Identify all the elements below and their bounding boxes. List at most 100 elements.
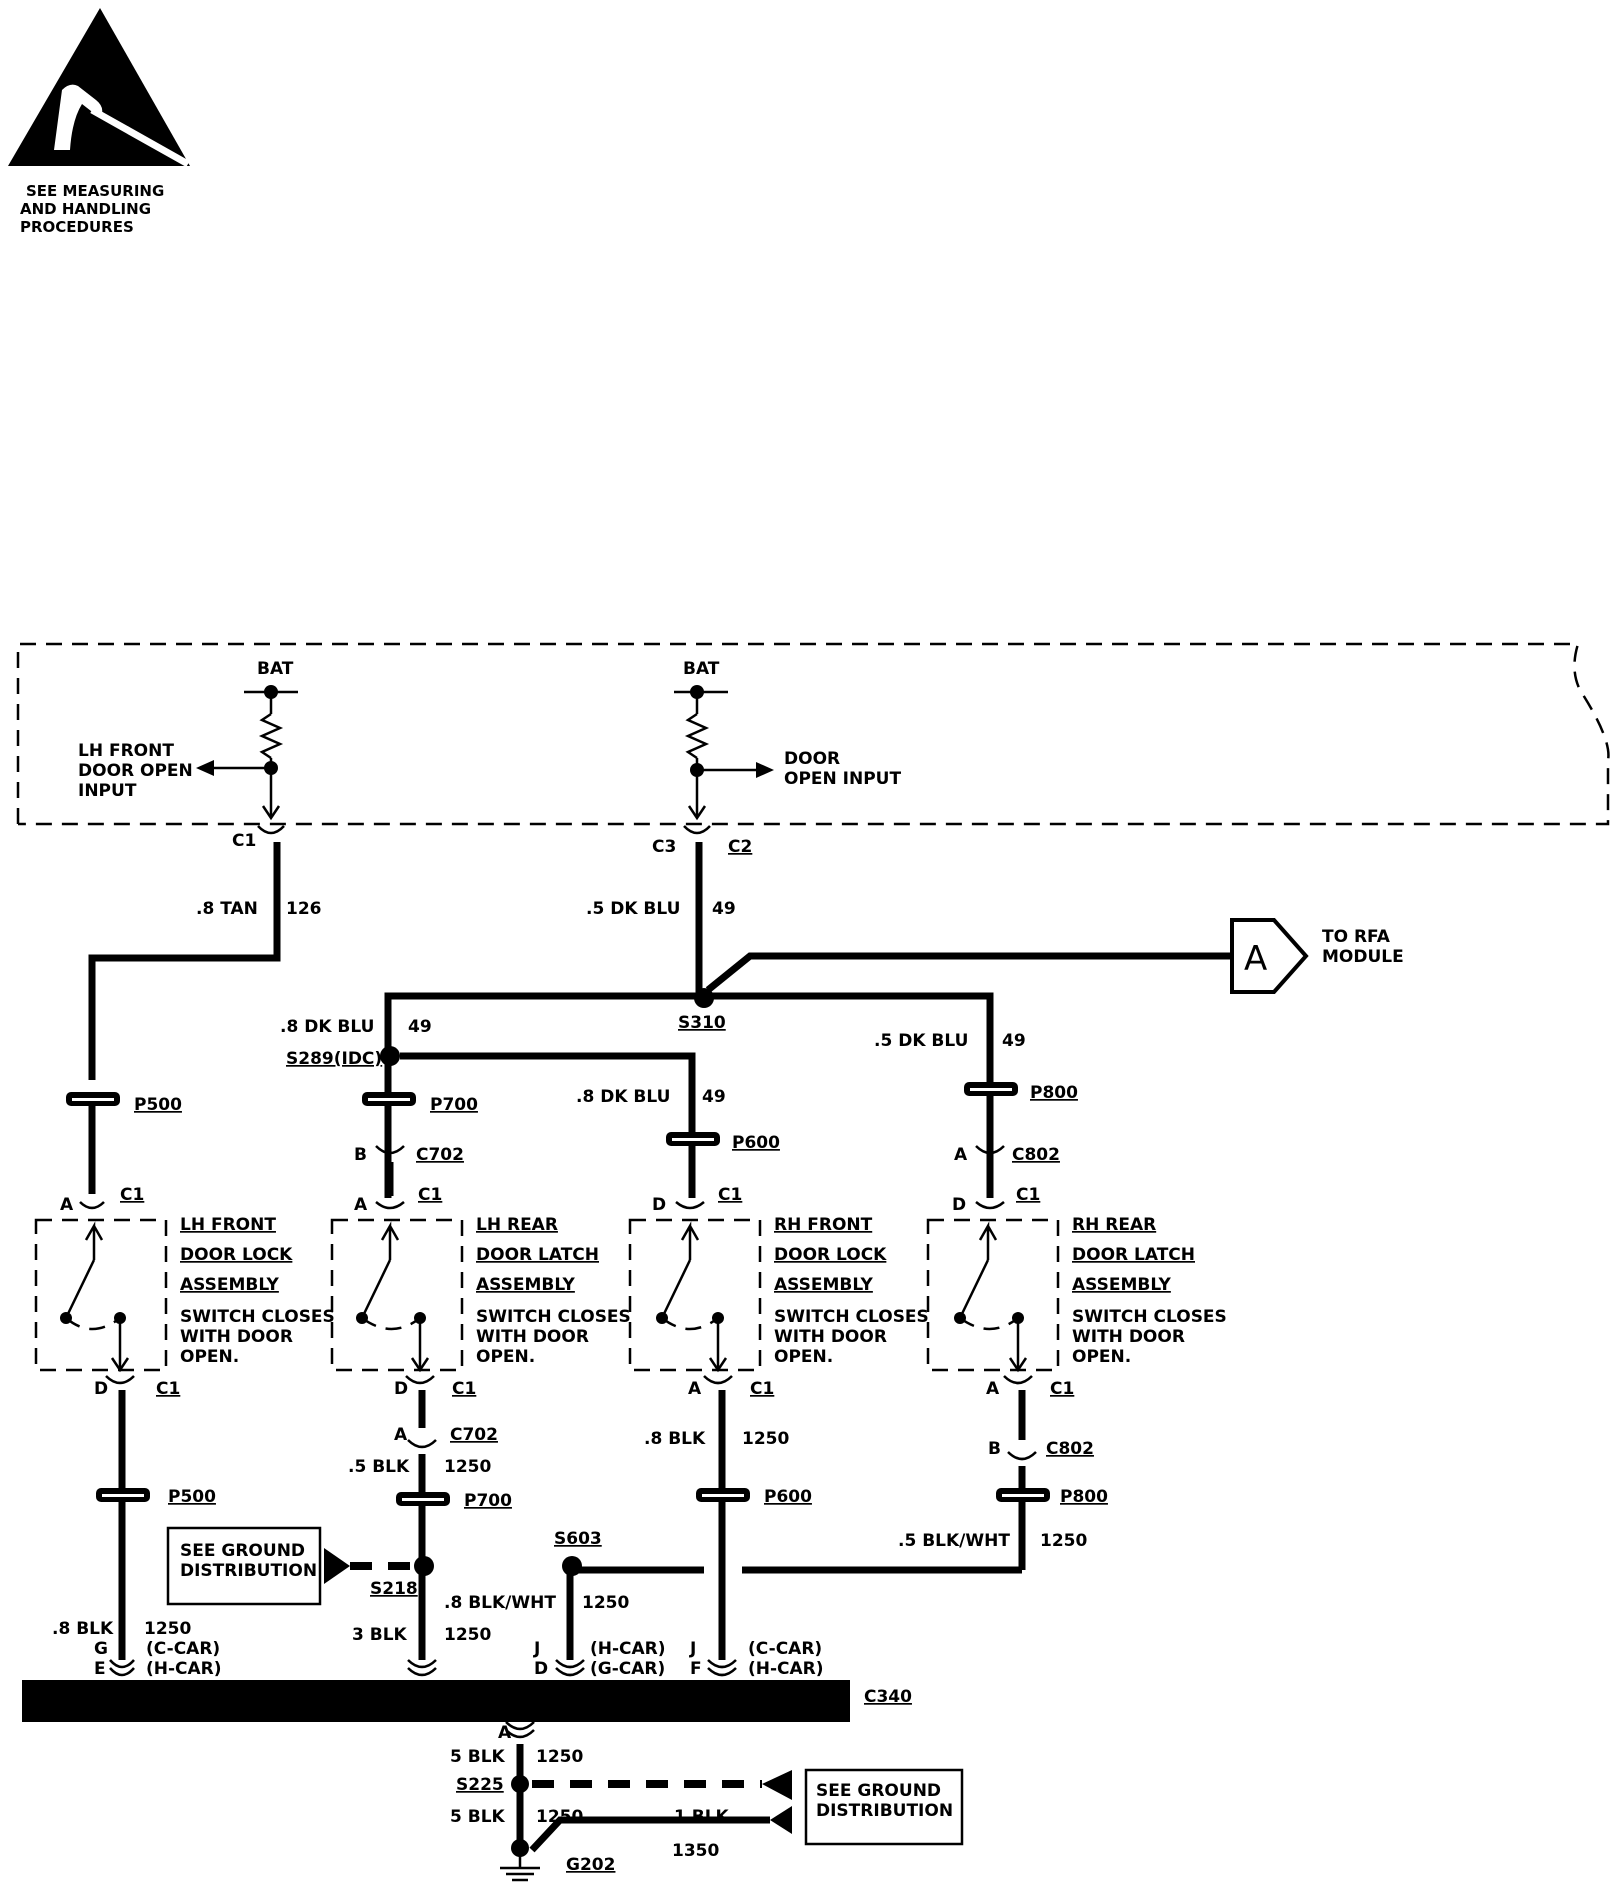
ground-path bbox=[500, 1721, 792, 1882]
splice-s218-label: S218 bbox=[370, 1579, 418, 1599]
esd-note-line-2: AND HANDLING bbox=[20, 200, 151, 218]
wire-126-color: .8 TAN bbox=[196, 899, 258, 919]
c1-label-rhf-top: C1 bbox=[718, 1185, 742, 1205]
rhr-note-2: WITH DOOR bbox=[1072, 1327, 1185, 1347]
lhf-title-1: LH FRONT bbox=[180, 1215, 276, 1235]
splice-s310-label: S310 bbox=[678, 1013, 726, 1033]
pin-a-rhf: A bbox=[688, 1379, 702, 1399]
wire-1blk-number: 1350 bbox=[672, 1841, 719, 1861]
see-ground-box-lower bbox=[804, 1768, 964, 1846]
rfa-letter: A bbox=[1244, 939, 1267, 979]
wire-lhf-gnd-number: 1250 bbox=[144, 1619, 191, 1639]
pin-e-lhf: E bbox=[94, 1659, 106, 1679]
c340-connector-bar bbox=[22, 1680, 850, 1722]
p500-label-lower: P500 bbox=[168, 1487, 216, 1507]
c1-label-rhr-bottom: C1 bbox=[1050, 1379, 1074, 1399]
c802-label-upper: C802 bbox=[1012, 1145, 1060, 1165]
rhr-title-3: ASSEMBLY bbox=[1072, 1275, 1172, 1295]
pin-d-rhf: D bbox=[652, 1195, 666, 1215]
c702-label-upper: C702 bbox=[416, 1145, 464, 1165]
wire-lhf-gnd-color: .8 BLK bbox=[52, 1619, 114, 1639]
connector-c802-upper bbox=[975, 1145, 1005, 1155]
lhr-note-2: WITH DOOR bbox=[476, 1327, 589, 1347]
rhf-title-3: ASSEMBLY bbox=[774, 1275, 874, 1295]
ground-g202-label: G202 bbox=[566, 1855, 615, 1875]
switch-lh-rear bbox=[330, 1162, 464, 1385]
connector-p600-upper bbox=[666, 1132, 720, 1146]
lhf-h-car: (H-CAR) bbox=[146, 1659, 222, 1679]
right-pullup-circuit bbox=[674, 685, 774, 821]
mid-h-car: (H-CAR) bbox=[590, 1639, 666, 1659]
esd-note-line-3: PROCEDURES bbox=[20, 218, 134, 236]
wire-s225-gnd-color: 5 BLK bbox=[450, 1807, 506, 1827]
wire-c340-gnd-color: 5 BLK bbox=[450, 1747, 506, 1767]
wire-s218-color: .8 BLK/WHT bbox=[444, 1593, 556, 1613]
rfa-label-line-2: MODULE bbox=[1322, 947, 1404, 967]
wire-49-rhf bbox=[400, 1052, 696, 1198]
wire-49-color-main: .5 DK BLU bbox=[586, 899, 680, 919]
pin-a-rhr: A bbox=[986, 1379, 1000, 1399]
rfa-connector-symbol bbox=[1230, 918, 1309, 994]
rhf-title-1: RH FRONT bbox=[774, 1215, 873, 1235]
c1-label-lhf-bottom: C1 bbox=[156, 1379, 180, 1399]
rhr-note-3: OPEN. bbox=[1072, 1347, 1131, 1367]
rhf-note-3: OPEN. bbox=[774, 1347, 833, 1367]
wire-to-rfa bbox=[705, 952, 1232, 993]
c702-label-lower: C702 bbox=[450, 1425, 498, 1445]
pin-a-c702-lower: A bbox=[394, 1425, 408, 1445]
lhf-note-2: WITH DOOR bbox=[180, 1327, 293, 1347]
pin-g-lhf: G bbox=[94, 1639, 108, 1659]
c1-label-lhr-bottom: C1 bbox=[452, 1379, 476, 1399]
esd-note-line-1: SEE MEASURING bbox=[26, 182, 164, 200]
wire-lhr-gnd-number: 1250 bbox=[444, 1457, 491, 1477]
pin-a-c340: A bbox=[498, 1723, 512, 1743]
c1-label-lhr-top: C1 bbox=[418, 1185, 442, 1205]
wire-rhf-gnd-number: 1250 bbox=[742, 1429, 789, 1449]
connector-p500-upper bbox=[66, 1092, 120, 1194]
wire-126-number: 126 bbox=[286, 899, 322, 919]
p600-label-upper: P600 bbox=[732, 1133, 780, 1153]
esd-warning-icon bbox=[8, 8, 190, 168]
rhr-note-1: SWITCH CLOSES bbox=[1072, 1307, 1227, 1327]
module-c3-label: C3 bbox=[652, 837, 676, 857]
pin-d-rhr: D bbox=[952, 1195, 966, 1215]
pin-b-c702-upper: B bbox=[354, 1145, 367, 1165]
rhr-title-2: DOOR LATCH bbox=[1072, 1245, 1195, 1265]
wire-rhf-gnd-color: .8 BLK bbox=[644, 1429, 706, 1449]
see-ground-upper-line-2: DISTRIBUTION bbox=[180, 1561, 317, 1581]
pin-d-lhf: D bbox=[94, 1379, 108, 1399]
pin-b-c802-lower: B bbox=[988, 1439, 1001, 1459]
wire-3blk-number: 1250 bbox=[444, 1625, 491, 1645]
c802-label-lower: C802 bbox=[1046, 1439, 1094, 1459]
pin-a-lhf: A bbox=[60, 1195, 74, 1215]
wire-49-number-main: 49 bbox=[712, 899, 736, 919]
connector-p800-upper bbox=[964, 1082, 1018, 1096]
splice-s289-label: S289(IDC) bbox=[286, 1049, 382, 1069]
lower-wires bbox=[96, 1390, 1050, 1660]
module-connector-c3 bbox=[683, 825, 711, 835]
see-ground-lower-line-1: SEE GROUND bbox=[816, 1781, 941, 1801]
door-input-line-2: OPEN INPUT bbox=[784, 769, 901, 789]
connector-c702-upper bbox=[375, 1145, 405, 1155]
lh-input-line-2: DOOR OPEN bbox=[78, 761, 193, 781]
p800-label-lower: P800 bbox=[1060, 1487, 1108, 1507]
wire-3blk-color: 3 BLK bbox=[352, 1625, 408, 1645]
wire-lhr-gnd-color: .5 BLK bbox=[348, 1457, 410, 1477]
module-connector-c1 bbox=[257, 825, 285, 835]
splice-s225-label: S225 bbox=[456, 1775, 504, 1795]
lhf-title-3: ASSEMBLY bbox=[180, 1275, 280, 1295]
p800-label-upper: P800 bbox=[1030, 1083, 1078, 1103]
lhr-title-2: DOOR LATCH bbox=[476, 1245, 599, 1265]
wire-49-number-rhf: 49 bbox=[702, 1087, 726, 1107]
door-input-line-1: DOOR bbox=[784, 749, 840, 769]
lhr-note-3: OPEN. bbox=[476, 1347, 535, 1367]
switch-lh-front bbox=[34, 1201, 168, 1385]
pin-j-mid: J bbox=[533, 1639, 540, 1659]
rhf-note-1: SWITCH CLOSES bbox=[774, 1307, 929, 1327]
wire-1blk-color: 1 BLK bbox=[674, 1807, 730, 1827]
lhf-note-1: SWITCH CLOSES bbox=[180, 1307, 335, 1327]
see-ground-box-upper bbox=[166, 1526, 350, 1606]
rfa-label-line-1: TO RFA bbox=[1322, 927, 1391, 947]
rhf-note-2: WITH DOOR bbox=[774, 1327, 887, 1347]
